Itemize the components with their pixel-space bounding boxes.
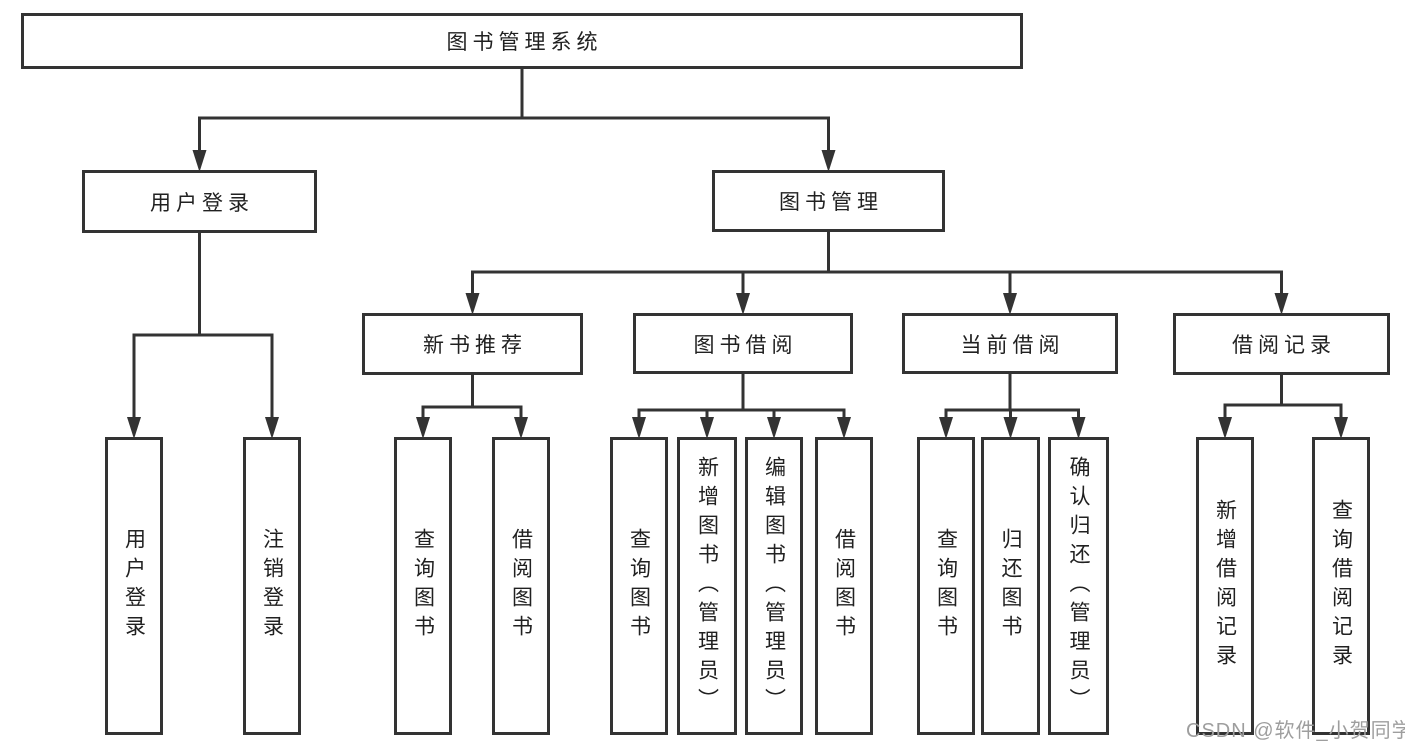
arrowhead-icon [465, 293, 480, 315]
node-leaf-cb-return: 归还图书 [981, 437, 1040, 735]
arrowhead-icon [1274, 293, 1289, 315]
arrowhead-icon [416, 417, 430, 439]
arrowhead-icon [1334, 417, 1348, 439]
arrowhead-icon [1003, 417, 1018, 439]
arrowhead-icon [837, 417, 851, 439]
watermark: CSDN @软件_小贺同学 [1186, 720, 1405, 742]
node-leaf-br-add: 新增借阅记录 [1196, 437, 1254, 735]
arrowhead-icon [767, 417, 781, 439]
node-leaf-nb-borrow: 借阅图书 [492, 437, 550, 735]
node-leaf-user-login: 用户登录 [105, 437, 163, 735]
arrowhead-icon [700, 417, 714, 439]
arrowhead-icon [939, 417, 953, 439]
arrowhead-icon [192, 150, 207, 172]
node-borrow-record: 借阅记录 [1173, 313, 1390, 375]
node-leaf-br-query: 查询借阅记录 [1312, 437, 1370, 735]
node-current-borrow: 当前借阅 [902, 313, 1118, 374]
arrowhead-icon [514, 417, 528, 439]
node-leaf-cb-query: 查询图书 [917, 437, 975, 735]
arrowhead-icon [821, 150, 836, 172]
node-root: 图书管理系统 [21, 13, 1023, 69]
arrowhead-icon [1003, 293, 1017, 315]
node-leaf-bb-query: 查询图书 [610, 437, 668, 735]
node-user-login: 用户登录 [82, 170, 317, 233]
arrowhead-icon [736, 293, 750, 315]
arrowhead-icon [265, 417, 279, 439]
node-leaf-nb-query: 查询图书 [394, 437, 452, 735]
node-leaf-bb-borrow: 借阅图书 [815, 437, 873, 735]
node-new-book: 新书推荐 [362, 313, 583, 375]
arrowhead-icon [1218, 417, 1232, 439]
node-leaf-cb-confirm: 确认归还（管理员） [1048, 437, 1109, 735]
node-leaf-logout: 注销登录 [243, 437, 301, 735]
arrowhead-icon [127, 417, 141, 439]
node-book-borrow: 图书借阅 [633, 313, 853, 374]
arrowhead-icon [632, 417, 646, 439]
node-leaf-bb-edit: 编辑图书（管理员） [745, 437, 803, 735]
node-book-mgmt: 图书管理 [712, 170, 945, 232]
node-leaf-bb-add: 新增图书（管理员） [677, 437, 737, 735]
arrowhead-icon [1071, 417, 1086, 439]
